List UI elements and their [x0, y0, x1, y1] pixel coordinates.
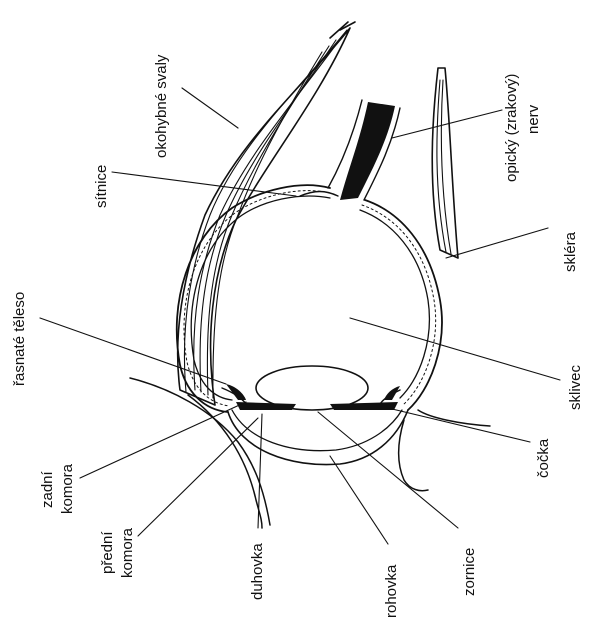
leader-rasnate-teleso [40, 318, 226, 384]
labels: okohybné svaly sítnice opický (zrakový) … [11, 54, 584, 618]
leader-rohovka [330, 456, 388, 544]
label-opticky-nerv-line1: opický (zrakový) [503, 74, 520, 182]
leader-zadni-komora [80, 402, 246, 478]
anterior-segment [222, 366, 408, 465]
label-sitnice: sítnice [93, 165, 110, 208]
leader-duhovka [258, 414, 262, 528]
label-sklera: skléra [562, 231, 579, 272]
iris-right [330, 402, 398, 410]
label-rasnate-teleso: řasnaté těleso [11, 292, 28, 386]
leader-lines [40, 88, 560, 544]
leader-cocka [388, 408, 530, 442]
label-rohovka: rohovka [383, 564, 400, 618]
label-duhovka: duhovka [249, 543, 266, 600]
eyelids [130, 378, 490, 528]
label-okohybne-svaly: okohybné svaly [153, 54, 170, 158]
leader-sklivec [350, 318, 560, 380]
label-predni-komora-line1: přední [99, 531, 116, 574]
leader-opticky-nerv [392, 110, 502, 138]
optic-nerve [328, 100, 400, 200]
label-cocka: čočka [535, 438, 552, 478]
label-zadni-komora-line2: komora [59, 463, 76, 514]
label-predni-komora-line2: komora [119, 527, 136, 578]
label-opticky-nerv-line2: nerv [525, 104, 542, 134]
leader-okohybne-svaly [182, 88, 238, 128]
leader-sitnice [112, 172, 296, 196]
leader-predni-komora [138, 418, 258, 536]
leader-sklera [446, 228, 548, 258]
lower-eye-muscle [432, 68, 458, 258]
label-zadni-komora-line1: zadní [39, 470, 56, 508]
upper-eye-muscle [178, 22, 355, 405]
eyeball-wall [177, 185, 442, 412]
label-sklivec: sklivec [567, 364, 584, 410]
label-zornice: zornice [461, 548, 478, 596]
